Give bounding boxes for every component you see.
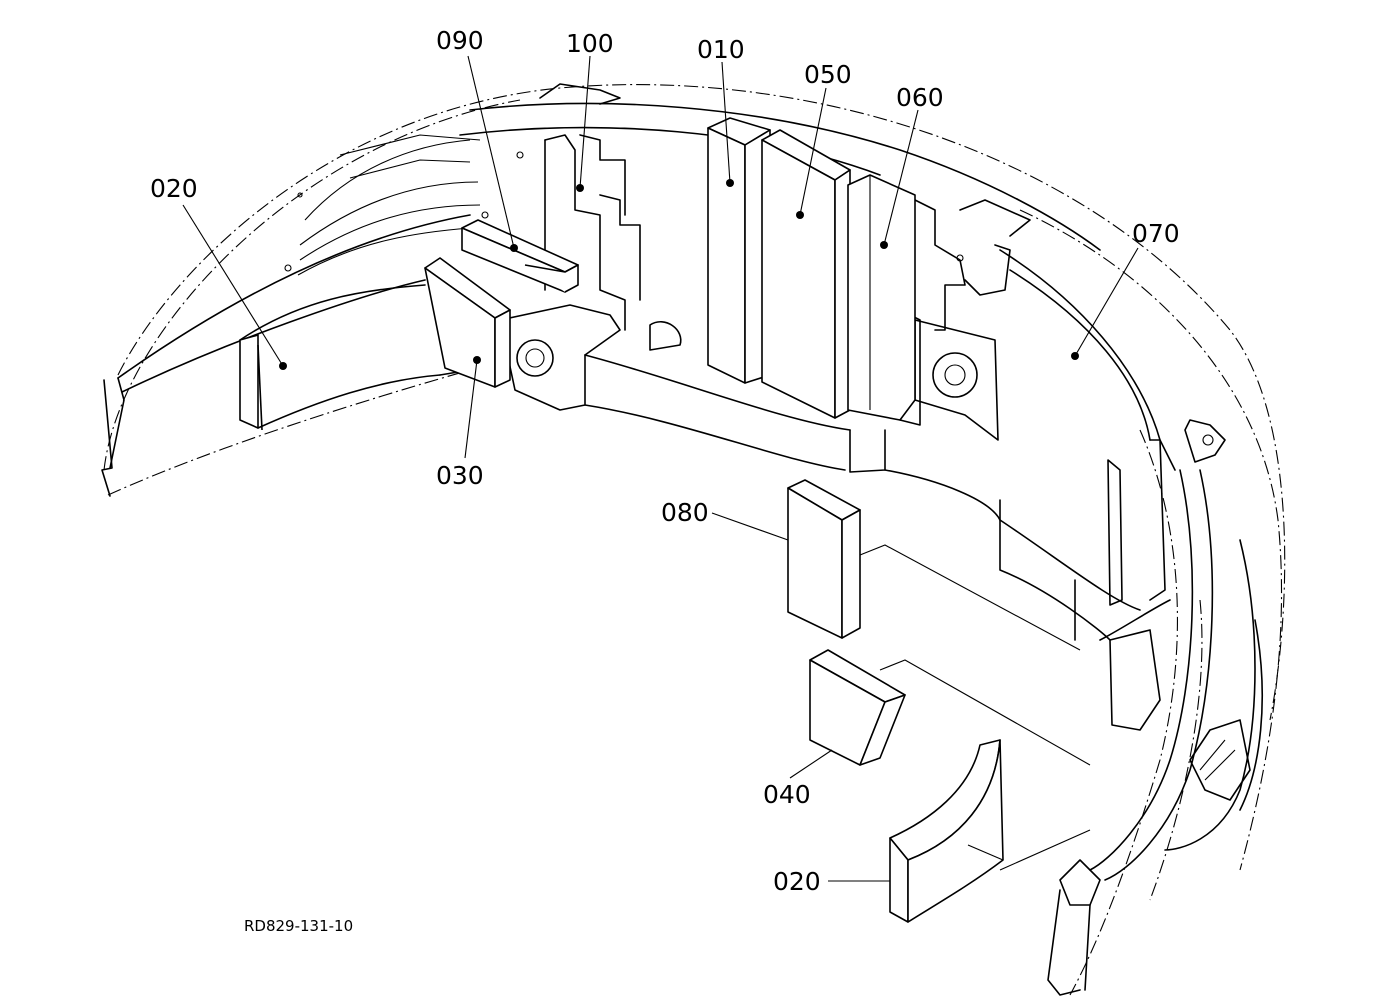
drawing-reference-code: RD829-131-10 (244, 917, 353, 935)
frame-body (101, 83, 1264, 996)
callout-040: 040 (763, 780, 811, 809)
callout-050: 050 (804, 60, 852, 89)
callout-030: 030 (436, 461, 484, 490)
callout-090: 090 (436, 26, 484, 55)
callout-020-upper: 020 (150, 174, 198, 203)
callout-060: 060 (896, 83, 944, 112)
callout-080: 080 (661, 498, 709, 527)
projection-lines (859, 544, 1091, 871)
callout-labels: 090 100 010 050 060 020 070 030 080 040 … (150, 26, 1180, 896)
callout-020-lower: 020 (773, 867, 821, 896)
shell-outline (103, 84, 1286, 996)
leader-lines (182, 55, 1139, 882)
callout-010: 010 (697, 35, 745, 64)
part-pads (239, 117, 1004, 923)
callout-100: 100 (566, 29, 614, 58)
callout-070: 070 (1132, 219, 1180, 248)
